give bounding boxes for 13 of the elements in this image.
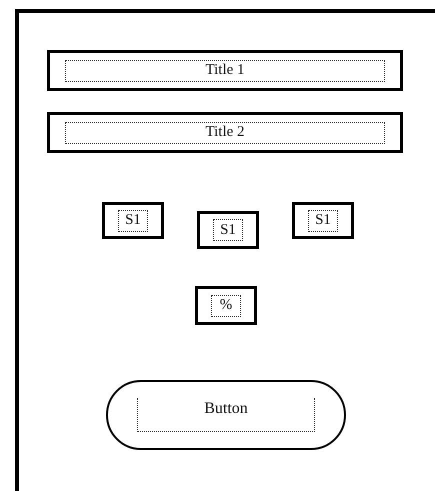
text-field: % — [211, 294, 241, 316]
text-box — [195, 286, 257, 325]
text-box — [197, 211, 259, 249]
text-box — [292, 202, 354, 239]
button-label: Button — [137, 398, 315, 432]
text-field: S1 — [308, 210, 338, 232]
text-field: S1 — [213, 219, 243, 241]
text-field: Title 2 — [65, 122, 385, 144]
title-box — [47, 50, 403, 91]
text-box — [102, 202, 164, 239]
title-box — [47, 112, 403, 153]
text-field: Title 1 — [65, 60, 385, 82]
text-field: S1 — [118, 210, 148, 232]
